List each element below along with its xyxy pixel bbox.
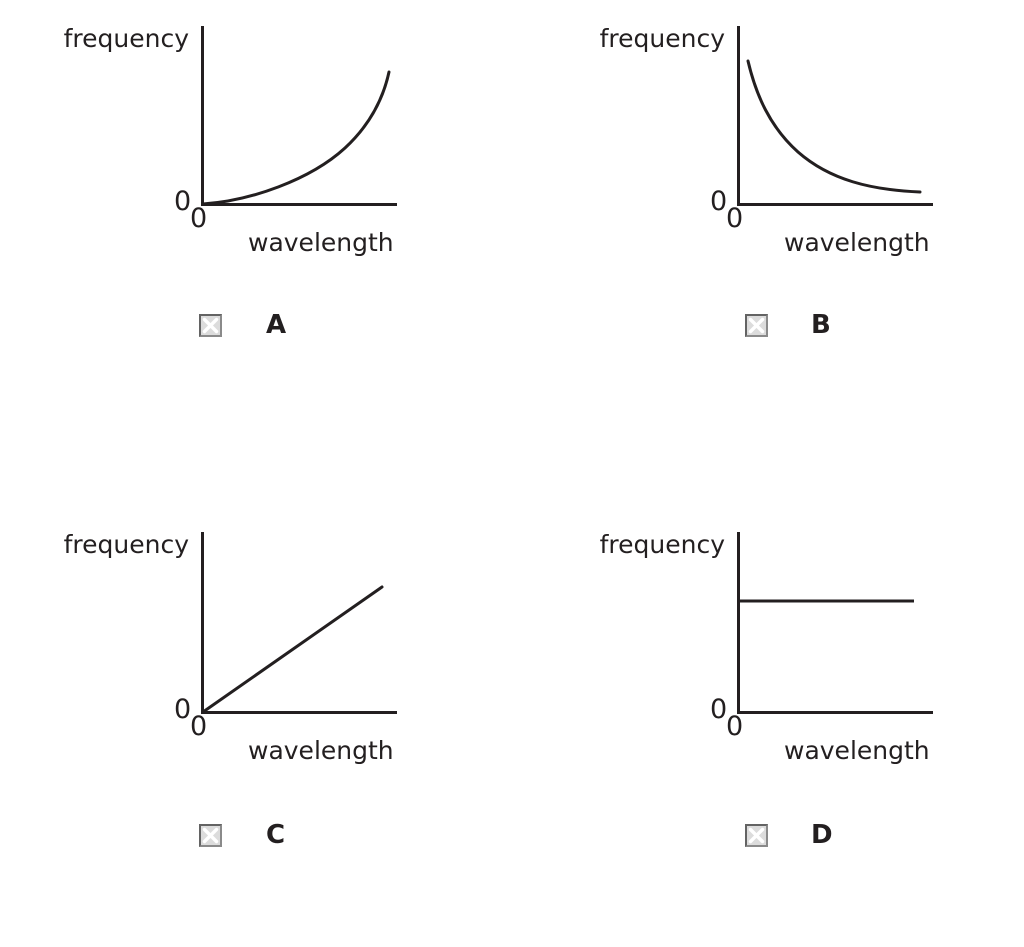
x-mark-icon — [748, 317, 765, 334]
broken-image-placeholder-icon[interactable] — [745, 824, 768, 847]
y-origin-label: 0 — [710, 186, 728, 217]
x-mark-icon — [202, 317, 219, 334]
option-letter-a: A — [266, 310, 287, 340]
x-origin-label: 0 — [190, 203, 208, 234]
plot-d-figure — [737, 532, 933, 714]
x-origin-label: 0 — [726, 711, 744, 742]
data-curve-decreasing-inverse — [746, 59, 922, 194]
x-axis-title: wavelength — [784, 736, 930, 765]
y-axis-title: frequency — [599, 24, 725, 53]
option-panel-d: frequency wavelength 0 0 D — [512, 500, 1024, 947]
y-origin-label: 0 — [174, 186, 192, 217]
answer-row-b: B — [512, 310, 982, 344]
broken-image-placeholder-icon[interactable] — [199, 314, 222, 337]
y-axis-title: frequency — [63, 24, 189, 53]
y-axis-title: frequency — [63, 530, 189, 559]
plot-d: frequency wavelength 0 0 — [512, 500, 982, 775]
answer-row-d: D — [512, 820, 982, 854]
plot-b-figure — [737, 26, 933, 206]
plot-a-figure — [201, 26, 397, 206]
answer-row-c: C — [0, 820, 470, 854]
y-axis-title: frequency — [599, 530, 725, 559]
plot-c-figure — [201, 532, 397, 714]
option-letter-d: D — [811, 820, 833, 850]
y-origin-label: 0 — [174, 694, 192, 725]
answer-options-grid: frequency wavelength 0 0 A frequency w — [0, 0, 1024, 848]
option-panel-b: frequency wavelength 0 0 B — [512, 0, 1024, 447]
data-line-increasing-linear — [201, 585, 384, 714]
x-mark-icon — [748, 827, 765, 844]
option-letter-b: B — [811, 310, 831, 340]
broken-image-placeholder-icon[interactable] — [745, 314, 768, 337]
plot-c: frequency wavelength 0 0 — [0, 500, 470, 775]
x-origin-label: 0 — [726, 203, 744, 234]
y-origin-label: 0 — [710, 694, 728, 725]
x-axis-title: wavelength — [248, 736, 394, 765]
plot-a: frequency wavelength 0 0 — [0, 0, 470, 275]
option-panel-a: frequency wavelength 0 0 A — [0, 0, 512, 447]
x-origin-label: 0 — [190, 711, 208, 742]
x-mark-icon — [202, 827, 219, 844]
broken-image-placeholder-icon[interactable] — [199, 824, 222, 847]
x-axis-title: wavelength — [784, 228, 930, 257]
option-letter-c: C — [266, 820, 286, 850]
x-axis-title: wavelength — [248, 228, 394, 257]
answer-row-a: A — [0, 310, 470, 344]
data-curve-increasing-convex — [201, 70, 391, 206]
option-panel-c: frequency wavelength 0 0 C — [0, 500, 512, 947]
plot-b: frequency wavelength 0 0 — [512, 0, 982, 275]
